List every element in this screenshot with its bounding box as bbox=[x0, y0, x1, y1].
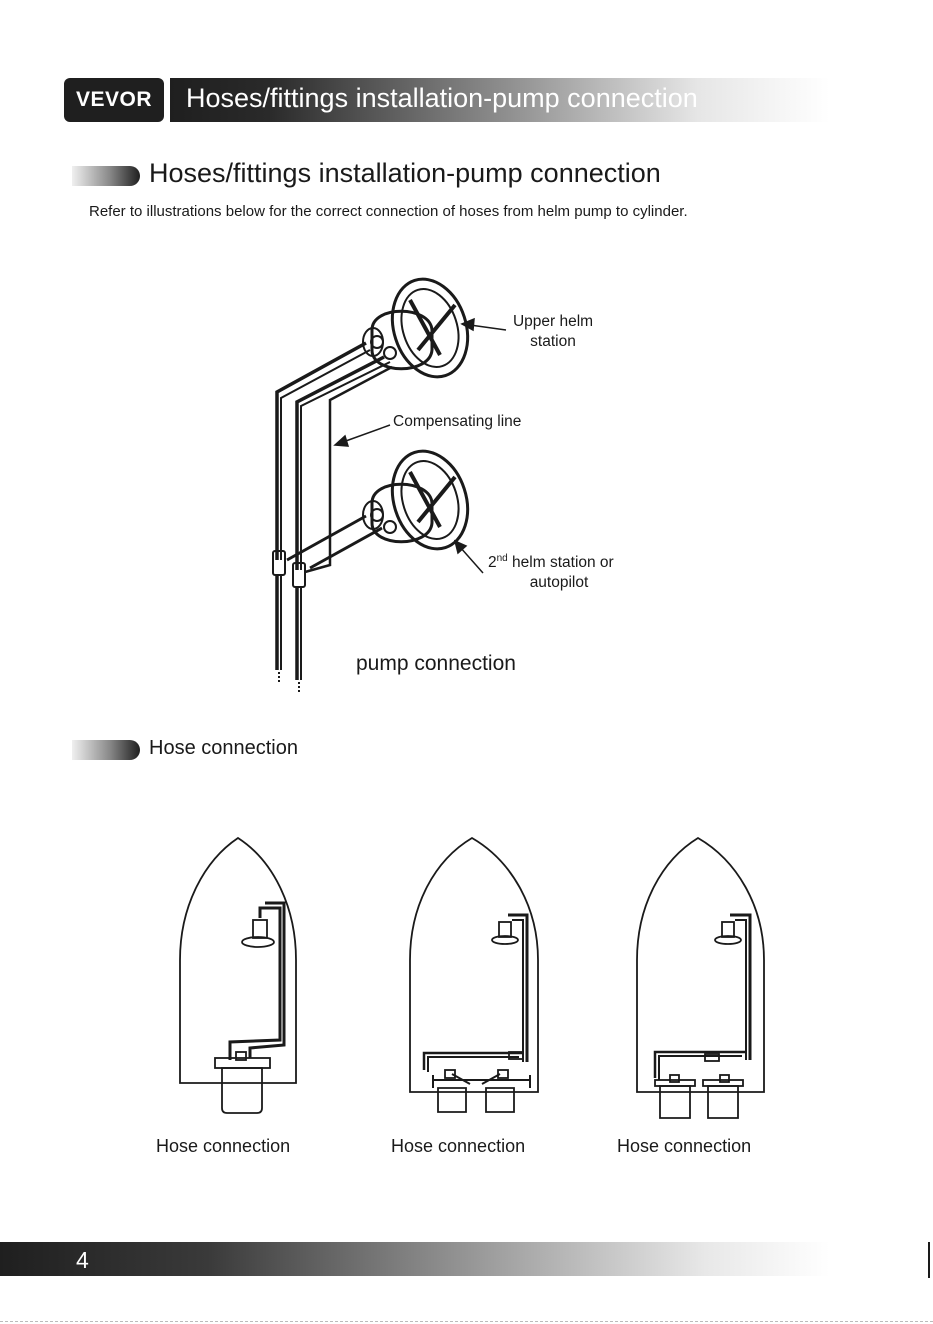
section-intro: Refer to illustrations below for the cor… bbox=[89, 203, 688, 220]
boat-caption-1: Hose connection bbox=[156, 1136, 291, 1156]
section-title: Hose connection bbox=[149, 737, 298, 759]
second-helm-text: helm station or bbox=[507, 554, 614, 572]
second-helm-suffix: nd bbox=[496, 553, 508, 564]
edge-mark bbox=[928, 1242, 930, 1278]
header-band bbox=[170, 78, 830, 122]
boat-caption-2: Hose connection bbox=[391, 1136, 526, 1156]
boat-caption-3: Hose connection bbox=[617, 1136, 752, 1156]
header-title: Hoses/fittings installation-pump connect… bbox=[186, 83, 698, 113]
brand-logo: VEVOR bbox=[64, 78, 164, 122]
upper-helm-label-line2: station bbox=[530, 333, 576, 350]
section-bullet-icon bbox=[72, 740, 140, 760]
second-helm-label-line1: 2nd helm station or bbox=[488, 553, 614, 572]
second-helm-number: 2 bbox=[488, 554, 497, 572]
footer-band bbox=[0, 1242, 830, 1276]
upper-helm-label-line1: Upper helm bbox=[512, 313, 594, 330]
page-cut-line bbox=[0, 1321, 933, 1322]
page-number: 4 bbox=[76, 1247, 89, 1273]
section-title: Hoses/fittings installation-pump connect… bbox=[149, 158, 661, 188]
section-bullet-icon bbox=[72, 166, 140, 186]
compensating-line-label: Compensating line bbox=[393, 413, 522, 430]
second-helm-label-line2: autopilot bbox=[529, 574, 589, 591]
pump-connection-caption: pump connection bbox=[356, 652, 516, 675]
